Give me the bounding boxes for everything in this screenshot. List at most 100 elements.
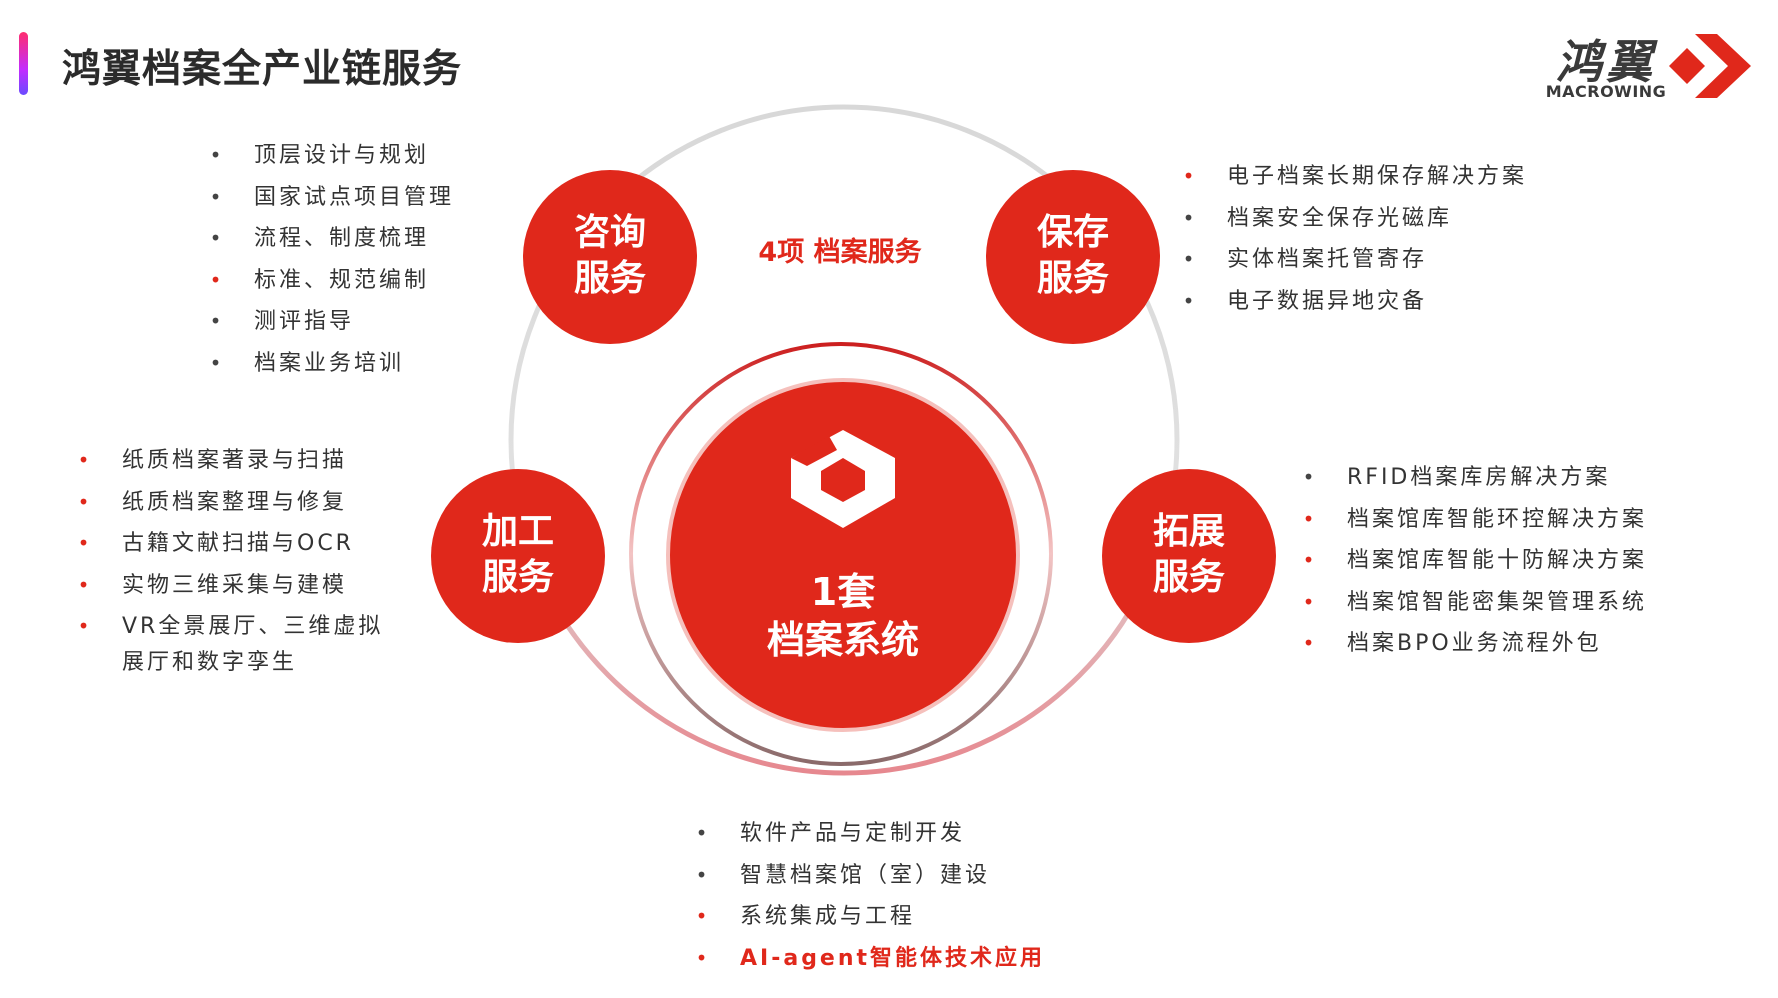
list-item-text: 档案馆智能密集架管理系统 xyxy=(1347,589,1648,615)
list-item-text: VR全景展厅、三维虚拟 xyxy=(122,614,384,639)
list-item-text: 顶层设计与规划 xyxy=(254,143,430,168)
list-item-text: 软件产品与定制开发 xyxy=(740,821,966,846)
list-item: • 档案馆库智能环控解决方案 xyxy=(1300,499,1647,541)
bullet-icon: • xyxy=(1302,548,1318,572)
bullet-icon: • xyxy=(1302,465,1318,489)
list-item-text: 档案BPO业务流程外包 xyxy=(1347,631,1602,656)
bullet-icon: • xyxy=(77,572,93,597)
list-item: • 标准、规范编制 xyxy=(207,260,454,302)
list-item: • RFID档案库房解决方案 xyxy=(1300,457,1647,499)
list-item-text: 纸质档案整理与修复 xyxy=(122,489,348,515)
list-item: • 档案馆库智能十防解决方案 xyxy=(1300,540,1647,582)
list-item-text: 电子档案长期保存解决方案 xyxy=(1227,164,1528,189)
storage-list: • 电子档案长期保存解决方案 • 档案安全保存光磁库 •实体档案托管寄存 • 电子数据异地灾… xyxy=(1180,156,1527,322)
bullet-icon: • xyxy=(695,904,711,928)
list-item: • 电子数据异地灾备 xyxy=(1180,281,1527,323)
processing-list: •纸质档案著录与扫描•纸质档案整理与修复•古籍文献扫描与OCR•实物三维采集与建… xyxy=(75,440,383,678)
list-item-text: 实物三维采集与建模 xyxy=(122,572,348,598)
list-item-text: 系统集成与工程 xyxy=(740,904,916,929)
four-services-label: 4项 档案服务 xyxy=(758,237,922,268)
list-item: •档案业务培训 xyxy=(207,343,454,385)
consult-circle xyxy=(523,170,697,344)
center-label: 1套 档案系统 xyxy=(713,568,973,664)
list-item: • 档案馆智能密集架管理系统 xyxy=(1300,582,1647,624)
storage-label-line1: 保存 xyxy=(1036,212,1109,253)
storage-circle xyxy=(986,170,1160,344)
storage-label-line2: 服务 xyxy=(1036,258,1109,299)
list-item: • 流程、制度梳理 xyxy=(207,218,454,260)
bullet-icon: • xyxy=(209,267,225,292)
consult-label: 咨询 服务 xyxy=(560,210,660,302)
list-item-text: RFID档案库房解决方案 xyxy=(1347,465,1611,490)
list-item-text: 国家试点项目管理 xyxy=(254,184,455,210)
bullet-icon: • xyxy=(77,489,93,514)
list-item: • VR全景展厅、三维虚拟 xyxy=(75,606,383,648)
expansion-label: 拓展 服务 xyxy=(1139,509,1239,601)
bullet-icon: • xyxy=(1182,205,1198,230)
consult-label-line1: 咨询 xyxy=(573,212,646,253)
list-item-text: 标准、规范编制 xyxy=(254,267,430,293)
bullet-icon: • xyxy=(1302,631,1318,655)
bullet-icon: • xyxy=(1302,506,1318,531)
processing-circle xyxy=(431,469,605,643)
consult-list: • 顶层设计与规划 • 国家试点项目管理 • 流程、制度梳理 • 标准、规范编制 • 测评指导 •档… xyxy=(207,135,454,384)
processing-label: 加工 服务 xyxy=(468,509,568,601)
list-item-text: 档案馆库智能十防解决方案 xyxy=(1347,548,1648,573)
list-item-text: 档案馆库智能环控解决方案 xyxy=(1347,506,1648,532)
outer-ring xyxy=(508,104,1180,776)
expansion-circle xyxy=(1102,469,1276,643)
bullet-icon: • xyxy=(77,614,93,638)
bullet-icon: • xyxy=(77,448,93,472)
list-item: •AI-agent智能体技术应用 xyxy=(693,938,1045,980)
expansion-list: •RFID档案库房解决方案•档案馆库智能环控解决方案•档案馆库智能十防解决方案•… xyxy=(1300,457,1647,665)
list-item: • 电子档案长期保存解决方案 xyxy=(1180,156,1527,198)
center-circle xyxy=(666,378,1020,732)
bullet-icon: • xyxy=(1182,164,1198,188)
list-item: •智慧档案馆（室）建设 xyxy=(693,855,1045,897)
list-item-text: 实体档案托管寄存 xyxy=(1227,247,1428,272)
logo-english: MACROWING xyxy=(1545,82,1667,101)
list-item-text: 古籍文献扫描与OCR xyxy=(122,531,354,556)
list-item: • 系统集成与工程 xyxy=(693,896,1045,938)
list-item: • 顶层设计与规划 xyxy=(207,135,454,177)
list-item-text: 展厅和数字孪生 xyxy=(122,649,298,675)
consult-label-line2: 服务 xyxy=(573,258,646,299)
list-item: • 档案安全保存光磁库 xyxy=(1180,198,1527,240)
list-item: • 测评指导 xyxy=(207,301,454,343)
list-item: • 实物三维采集与建模 xyxy=(75,565,383,607)
bullet-icon: • xyxy=(209,226,225,250)
processing-label-line1: 加工 xyxy=(481,511,554,552)
center-label-line1: 1套 xyxy=(810,570,876,614)
bullet-icon: • xyxy=(1302,589,1318,614)
list-item: •软件产品与定制开发 xyxy=(693,813,1045,855)
processing-label-line2: 服务 xyxy=(481,557,554,598)
list-item: •实体档案托管寄存 xyxy=(1180,239,1527,281)
list-item: • 档案BPO业务流程外包 xyxy=(1300,623,1647,665)
expansion-label-line1: 拓展 xyxy=(1152,511,1225,552)
list-item: •古籍文献扫描与OCR xyxy=(75,523,383,565)
system-list: •软件产品与定制开发•智慧档案馆（室）建设•系统集成与工程•AI-agent智能… xyxy=(693,813,1045,979)
list-item-text: 纸质档案著录与扫描 xyxy=(122,448,348,473)
logo-arrow-icon xyxy=(1669,34,1751,98)
list-item: • 国家试点项目管理 xyxy=(207,177,454,219)
list-item: 展厅和数字孪生 xyxy=(75,648,383,678)
bullet-icon: • xyxy=(209,309,225,333)
bullet-icon: • xyxy=(209,350,225,375)
list-item: • 纸质档案整理与修复 xyxy=(75,482,383,524)
bullet-icon: • xyxy=(695,862,711,887)
center-label-line2: 档案系统 xyxy=(766,618,919,662)
list-item-text: 电子数据异地灾备 xyxy=(1227,288,1428,314)
bullet-icon: • xyxy=(209,184,225,209)
bullet-icon: • xyxy=(695,945,711,970)
bullet-icon: • xyxy=(209,143,225,167)
list-item-text: 测评指导 xyxy=(254,309,355,334)
list-item-text: 档案安全保存光磁库 xyxy=(1227,205,1453,231)
list-item-text: 流程、制度梳理 xyxy=(254,226,430,251)
page-title: 鸿翼档案全产业链服务 xyxy=(62,47,463,92)
storage-label: 保存 服务 xyxy=(1023,210,1123,302)
logo-chinese: 鸿翼 xyxy=(1556,35,1656,89)
system-logo-icon xyxy=(791,430,895,528)
bullet-icon: • xyxy=(1182,288,1198,313)
title-accent-bar xyxy=(19,32,28,95)
